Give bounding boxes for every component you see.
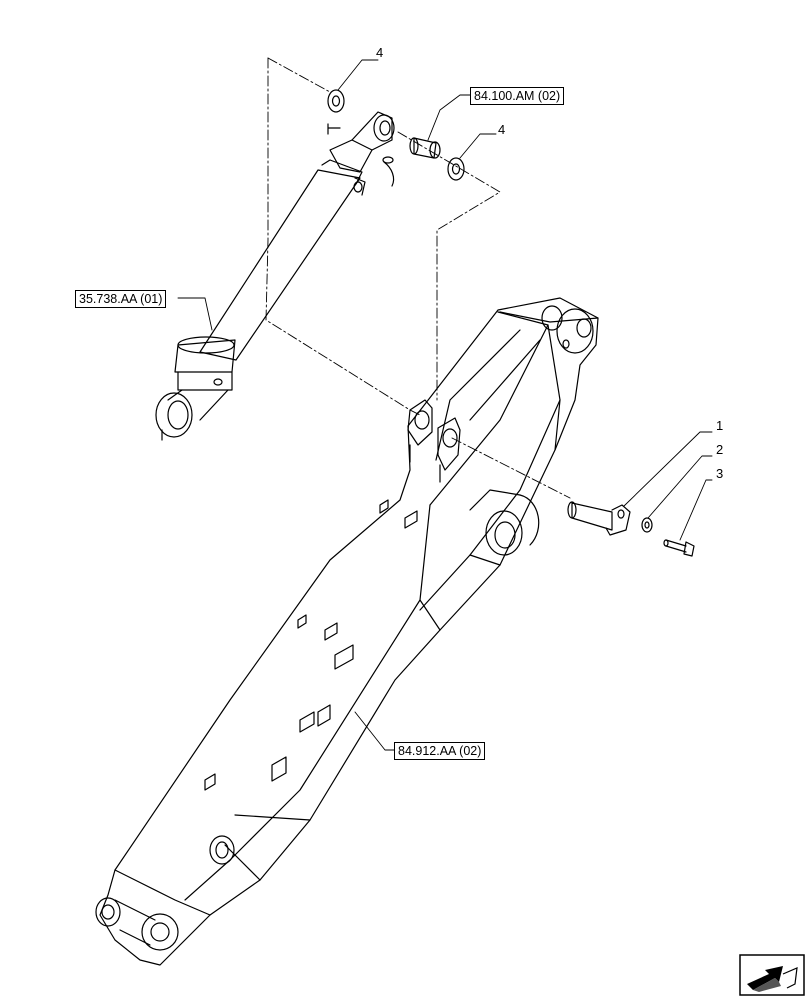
washer-top-4: [327, 89, 345, 113]
bolt-3: [663, 539, 695, 557]
callout-washer: 2: [716, 442, 724, 457]
leader-lines: [177, 59, 713, 751]
pin-1: [567, 501, 631, 536]
ref-box-boom[interactable]: 84.912.AA (02): [394, 742, 486, 760]
bushing-84100am: [409, 137, 441, 159]
callout-bolt: 3: [716, 466, 724, 481]
callout-washer-top: 4: [376, 45, 384, 60]
ref-box-cylinder-pin[interactable]: 84.100.AM (02): [470, 87, 565, 105]
assembly-lines: [265, 57, 571, 499]
next-page-arrow-icon[interactable]: [739, 954, 805, 996]
washer-2: [641, 517, 653, 533]
ref-box-cylinder[interactable]: 35.738.AA (01): [75, 290, 167, 308]
washer-right-4: [447, 157, 465, 181]
callout-pin: 1: [716, 418, 724, 433]
hydraulic-cylinder: [155, 111, 395, 441]
boom-arm: [95, 297, 599, 966]
callout-washer-right: 4: [498, 122, 506, 137]
